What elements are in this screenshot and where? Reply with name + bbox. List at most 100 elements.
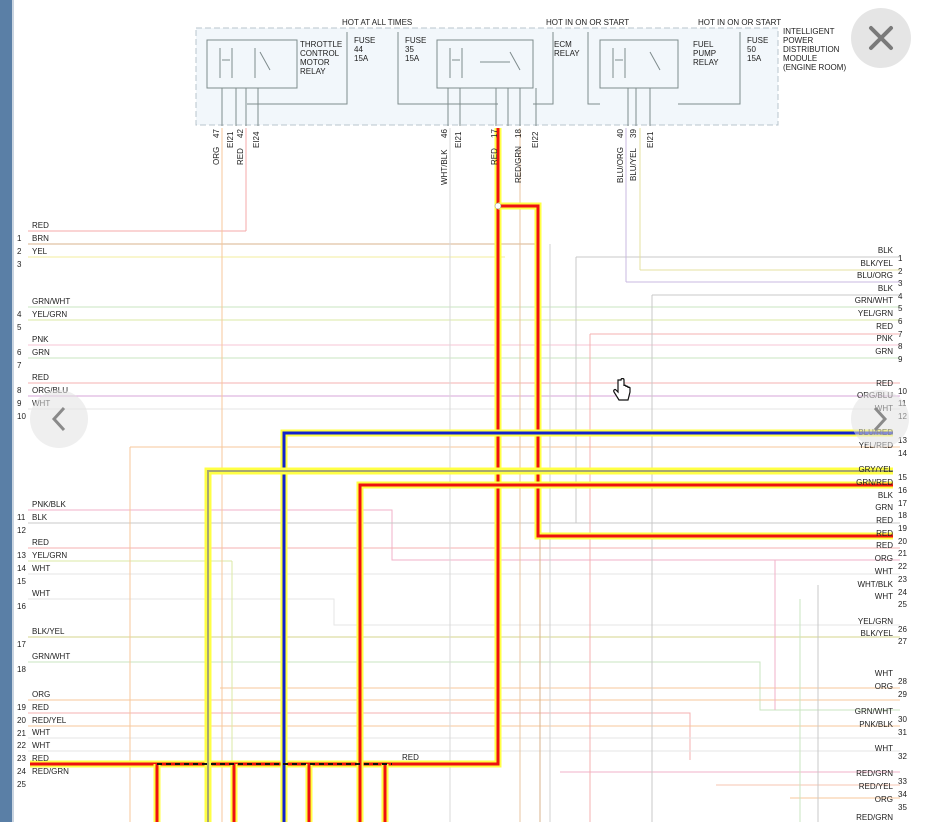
top-pin-number: 46 (440, 129, 449, 138)
right-pin-number: 5 (898, 304, 903, 313)
right-pin-color: WHT (875, 567, 893, 576)
fuel-pump-relay-label: PUMP (693, 49, 716, 58)
top-pin-connector: EI21 (646, 131, 655, 148)
fuel-pump-relay-frame (599, 39, 679, 89)
left-pin-color: RED (32, 754, 49, 763)
left-pin-number: 14 (17, 564, 26, 573)
top-pin-number: 40 (616, 129, 625, 138)
right-pin-color: BLK/YEL (861, 629, 894, 638)
left-pin-color: YEL/GRN (32, 310, 67, 319)
right-pin-color: YEL/GRN (858, 309, 893, 318)
right-pin-number: 26 (898, 625, 907, 634)
right-pin-number: 20 (898, 537, 907, 546)
top-pin-color: RED (236, 148, 245, 165)
right-pin-number: 3 (898, 279, 903, 288)
right-pin-number: 25 (898, 600, 907, 609)
top-pin-color: BLU/ORG (616, 147, 625, 183)
fuse-44-trace (247, 32, 348, 105)
left-pin-color: RED (32, 538, 49, 547)
fuse-44-label: 44 (354, 45, 363, 54)
top-pin-connector: EI21 (454, 131, 463, 148)
next-image-button[interactable] (851, 390, 909, 448)
top-pin-color: BLU/YEL (629, 148, 638, 181)
left-pin-color: WHT (32, 728, 50, 737)
right-pin-color: RED (876, 541, 893, 550)
right-pin-number: 28 (898, 677, 907, 686)
right-pin-color: ORG (875, 795, 893, 804)
left-pin-number: 16 (17, 602, 26, 611)
previous-image-button[interactable] (30, 390, 88, 448)
top-pin-color: RED (490, 148, 499, 165)
left-pin-number: 6 (17, 348, 22, 357)
right-pin-number: 27 (898, 637, 907, 646)
top-pin-labels: ORG 47 EI21 RED 42 EI24 WHT/BLK 46 EI21 … (212, 129, 655, 185)
left-pin-color: GRN/WHT (32, 297, 70, 306)
power-distribution-module-box (195, 27, 779, 126)
left-pin-color: RED/GRN (32, 767, 69, 776)
left-connector-pins: 1RED2BRN3YEL4GRN/WHT5YEL/GRN6PNK7GRN8RED… (17, 221, 70, 789)
chevron-left-icon (51, 406, 66, 432)
top-pin-number: 17 (490, 129, 499, 138)
right-pin-number: 1 (898, 254, 903, 263)
right-pin-color: WHT (875, 744, 893, 753)
left-pin-number: 25 (17, 780, 26, 789)
right-pin-color: YEL/GRN (858, 617, 893, 626)
left-pin-color: RED (32, 703, 49, 712)
left-pin-number: 22 (17, 741, 26, 750)
right-pin-color: ORG (875, 682, 893, 691)
highlighted-wires (30, 128, 893, 822)
fuse-44-label: 15A (354, 54, 369, 63)
right-pin-color: PNK (877, 334, 894, 343)
bus-label: RED (402, 753, 419, 762)
right-pin-color: RED (876, 379, 893, 388)
throttle-relay-label: CONTROL (300, 49, 340, 58)
right-pin-number: 4 (898, 292, 903, 301)
left-pin-color: YEL/GRN (32, 551, 67, 560)
left-pin-number: 17 (17, 640, 26, 649)
left-pin-number: 1 (17, 234, 22, 243)
left-pin-color: BRN (32, 234, 49, 243)
module-headers: HOT AT ALL TIMES HOT IN ON OR START HOT … (342, 18, 781, 27)
left-pin-number: 24 (17, 767, 26, 776)
right-pin-color: GRY/YEL (858, 465, 893, 474)
left-pin-number: 19 (17, 703, 26, 712)
right-pin-number: 34 (898, 790, 907, 799)
hand-cursor-icon (613, 378, 631, 401)
close-button[interactable] (851, 8, 911, 68)
module-label-line: (ENGINE ROOM) (783, 63, 846, 72)
left-pin-color: ORG (32, 690, 50, 699)
top-pin-connector: EI21 (226, 131, 235, 148)
fuel-pump-relay-label: FUEL (693, 40, 714, 49)
fuse-35-trace (397, 32, 554, 105)
left-pin-number: 13 (17, 551, 26, 560)
left-pin-color: RED (32, 221, 49, 230)
module-label-line: MODULE (783, 54, 817, 63)
fuse-50-trace (587, 32, 741, 105)
left-pin-number: 23 (17, 754, 26, 763)
left-pin-number: 18 (17, 665, 26, 674)
right-pin-color: PNK/BLK (859, 720, 893, 729)
left-pin-color: BLK (32, 513, 48, 522)
left-pin-color: RED (32, 373, 49, 382)
fuse-35-label: 15A (405, 54, 420, 63)
left-pin-number: 9 (17, 399, 22, 408)
fuse-50-label: 15A (747, 54, 762, 63)
left-pin-color: GRN (32, 348, 50, 357)
top-pin-color: ORG (212, 147, 221, 165)
top-pin-number: 47 (212, 129, 221, 138)
module-label-line: INTELLIGENT (783, 27, 835, 36)
right-pin-number: 32 (898, 752, 907, 761)
right-pin-number: 7 (898, 330, 903, 339)
right-pin-color: RED (876, 322, 893, 331)
ecm-relay-label: ECM (554, 40, 572, 49)
top-pin-connector: EI24 (252, 131, 261, 148)
ecm-relay-label: RELAY (554, 49, 580, 58)
left-pin-color: BLK/YEL (32, 627, 65, 636)
top-pin-number: 42 (236, 129, 245, 138)
fuse-35-label: 35 (405, 45, 414, 54)
right-pin-number: 8 (898, 342, 903, 351)
module-label-line: DISTRIBUTION (783, 45, 840, 54)
splice-point (494, 202, 502, 210)
left-pin-number: 5 (17, 323, 22, 332)
